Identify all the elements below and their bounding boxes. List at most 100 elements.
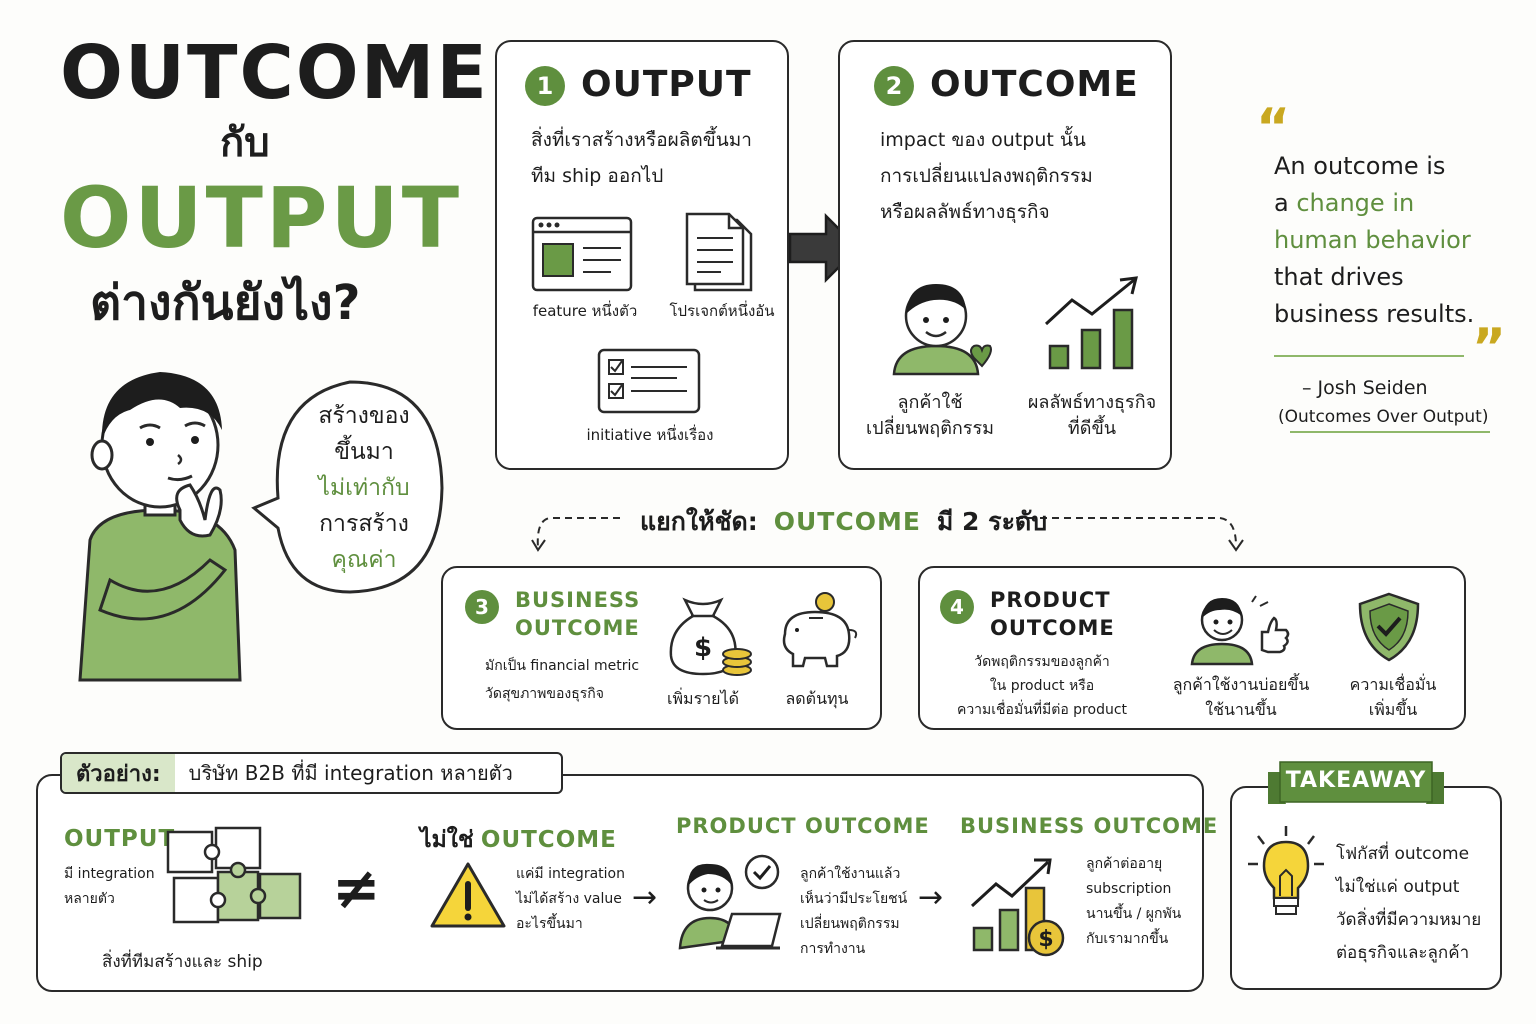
quote-source-underline	[1290, 431, 1490, 433]
money-bag-dollar: $	[694, 633, 712, 663]
thumbs-up-user-icon	[1190, 595, 1290, 666]
business-outcome-number-badge: 3	[465, 590, 499, 624]
not-outcome-keyword: OUTCOME	[480, 827, 617, 853]
usage-caption: ลูกค้าใช้งานบ่อยขึ้น ใช้นานขึ้น	[1156, 672, 1326, 722]
revenue-growth-icon: $	[970, 858, 1065, 957]
growth-chart-icon	[1044, 276, 1138, 370]
output-description: สิ่งที่เราสร้างหรือผลิตขึ้นมา ทีม ship อ…	[531, 122, 752, 194]
not-outcome-prefix: ไม่ใช่	[420, 827, 474, 853]
takeaway-text: โฟกัสที่ outcome ไม่ใช่แค่ output วัดสิ่…	[1336, 838, 1481, 970]
project-caption: โปรเจกต์หนึ่งอัน	[669, 302, 775, 320]
product-outcome-desc-3: ความเชื่อมั่นที่มีต่อ product	[956, 702, 1128, 718]
example-business-desc-4: กับเรามากขึ้น	[1086, 931, 1169, 947]
outcome-desc-line-2: การเปลี่ยนแปลงพฤติกรรม	[880, 165, 1093, 187]
revenue-caption: เพิ่มรายได้	[667, 689, 739, 708]
product-outcome-heading: PRODUCT OUTCOME	[990, 586, 1115, 642]
cost-caption: ลดต้นทุน	[785, 689, 849, 708]
example-business-desc-3: นานขึ้น / ผูกพัน	[1086, 906, 1182, 922]
product-outcome-number-badge: 4	[940, 590, 974, 624]
piggy-bank-icon	[782, 592, 858, 668]
output-number-badge: 1	[525, 66, 565, 106]
puzzle-pieces-icon	[166, 826, 302, 924]
not-outcome-heading: ไม่ใช่ OUTCOME	[420, 822, 617, 858]
takeaway-line-1: โฟกัสที่ outcome	[1336, 844, 1470, 864]
product-outcome-heading-2: OUTCOME	[990, 616, 1115, 640]
not-equal-sign: ≠	[332, 854, 381, 922]
product-outcome-heading-1: PRODUCT	[990, 588, 1111, 612]
feature-window-icon	[531, 216, 633, 292]
quote-line-5: business results.	[1274, 300, 1475, 328]
product-outcome-card: 4 PRODUCT OUTCOME วัดพฤติกรรมของลูกค้า ใ…	[918, 566, 1466, 730]
speech-bubble-shape	[251, 380, 444, 594]
takeaway-banner-shape	[1268, 761, 1444, 804]
quote-line-3: human behavior	[1274, 226, 1471, 254]
feature-caption: feature หนึ่งตัว	[532, 302, 638, 320]
business-outcome-card: 3 BUSINESS OUTCOME มักเป็น financial met…	[441, 566, 882, 730]
takeaway-banner: TAKEAWAY	[1285, 768, 1427, 793]
takeaway-line-2: ไม่ใช่แค่ output	[1336, 877, 1460, 897]
example-output-caption: สิ่งที่ทีมสร้างและ ship	[102, 952, 263, 972]
main-title: OUTCOME กับ OUTPUT ต่างกันยังไง?	[60, 28, 489, 338]
takeaway-line-3: วัดสิ่งที่มีความหมาย	[1336, 910, 1482, 930]
quote-author: – Josh Seiden	[1302, 377, 1428, 399]
customer-caption-line-2: เปลี่ยนพฤติกรรม	[865, 418, 994, 439]
quote-open-mark: “	[1256, 98, 1291, 158]
output-desc-line-1: สิ่งที่เราสร้างหรือผลิตขึ้นมา	[531, 129, 752, 151]
levels-keyword: OUTCOME	[773, 507, 921, 536]
not-outcome-desc-1: แค่มี integration	[516, 866, 625, 882]
quote-close-mark: ”	[1471, 318, 1506, 378]
levels-dashed-arrows	[531, 517, 1244, 552]
quote-line-1: An outcome is	[1274, 152, 1446, 180]
speech-line-1: สร้างของ	[318, 403, 410, 429]
output-card: 1 OUTPUT สิ่งที่เราสร้างหรือผลิตขึ้นมา ท…	[495, 40, 789, 470]
customer-caption: ลูกค้าใช้ เปลี่ยนพฤติกรรม	[850, 390, 1010, 442]
speech-line-4: การสร้าง	[319, 511, 409, 537]
levels-heading: แยกให้ชัด: OUTCOME มี 2 ระดับ	[640, 502, 1047, 542]
thinking-person-illustration	[78, 372, 242, 682]
title-outcome: OUTCOME	[60, 30, 489, 116]
product-outcome-desc-2: ใน product หรือ	[989, 678, 1095, 694]
example-product-desc-2: เห็นว่ามีประโยชน์	[800, 891, 908, 907]
revenue-coin-dollar: $	[1038, 927, 1053, 952]
example-business-desc-1: ลูกค้าต่ออายุ	[1086, 856, 1163, 872]
example-label-box: ตัวอย่าง: บริษัท B2B ที่มี integration ห…	[60, 752, 563, 794]
quote-line-2-highlight: change in	[1296, 189, 1415, 217]
outcome-number-badge: 2	[874, 66, 914, 106]
product-outcome-desc-1: วัดพฤติกรรมของลูกค้า	[974, 654, 1110, 670]
warning-icon	[430, 862, 506, 928]
output-desc-line-2: ทีม ship ออกไป	[531, 165, 664, 187]
example-output-heading: OUTPUT	[64, 826, 176, 852]
business-caption-line-2: ที่ดีขึ้น	[1067, 418, 1117, 439]
quote-text: An outcome is a change in human behavior…	[1256, 148, 1506, 333]
outcome-description: impact ของ output นั้น การเปลี่ยนแปลงพฤต…	[880, 122, 1093, 230]
laptop-user-icon	[678, 854, 782, 950]
happy-customer-icon	[892, 284, 992, 376]
business-outcome-desc-2: วัดสุขภาพของธุรกิจ	[485, 686, 604, 702]
example-product-desc: ลูกค้าใช้งานแล้ว เห็นว่ามีประโยชน์ เปลี่…	[800, 862, 907, 962]
speech-line-3: ไม่เท่ากับ	[318, 475, 410, 501]
example-business-desc: ลูกค้าต่ออายุ subscription นานขึ้น / ผูก…	[1086, 852, 1181, 952]
quote-underline	[1274, 355, 1464, 357]
trust-caption-2: เพิ่มขึ้น	[1368, 700, 1418, 719]
example-product-desc-3: เปลี่ยนพฤติกรรม	[800, 916, 900, 932]
not-outcome-desc: แค่มี integration ไม่ได้สร้าง value อะไร…	[516, 862, 625, 937]
outcome-desc-line-1: impact ของ output นั้น	[880, 129, 1086, 151]
title-output: OUTPUT	[60, 169, 462, 267]
speech-line-2: ขึ้นมา	[334, 439, 394, 465]
usage-caption-1: ลูกค้าใช้งานบ่อยขึ้น	[1172, 675, 1310, 694]
outcome-card: 2 OUTCOME impact ของ output นั้น การเปลี…	[838, 40, 1172, 470]
lightbulb-icon	[1248, 826, 1324, 915]
outcome-heading: OUTCOME	[930, 64, 1139, 105]
business-caption: ผลลัพธ์ทางธุรกิจ ที่ดีขึ้น	[1014, 390, 1170, 442]
not-outcome-desc-2: ไม่ได้สร้าง value	[516, 891, 622, 907]
example-product-heading: PRODUCT OUTCOME	[676, 814, 930, 838]
takeaway-line-4: ต่อธุรกิจและลูกค้า	[1336, 943, 1470, 963]
trust-shield-icon	[1358, 592, 1420, 662]
quote-block: “ An outcome is a change in human behavi…	[1256, 98, 1506, 433]
business-outcome-heading: BUSINESS OUTCOME	[515, 586, 640, 642]
not-outcome-desc-3: อะไรขึ้นมา	[516, 916, 583, 932]
customer-caption-line-1: ลูกค้าใช้	[897, 392, 963, 413]
usage-caption-2: ใช้นานขึ้น	[1205, 700, 1277, 719]
business-outcome-heading-1: BUSINESS	[515, 588, 641, 612]
money-bag-icon: $	[669, 597, 752, 676]
